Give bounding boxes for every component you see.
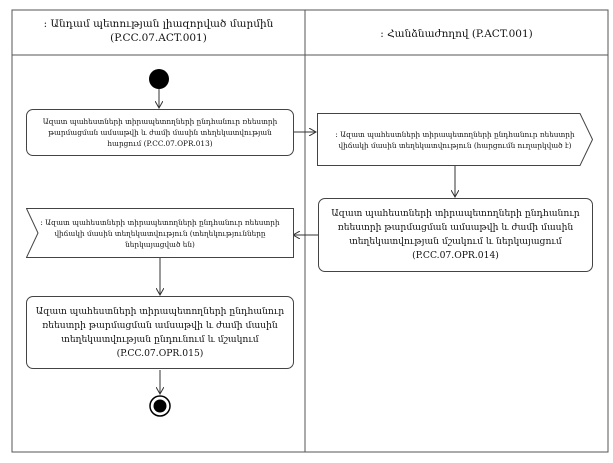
initial-node xyxy=(149,69,169,89)
action-op014: Ազատ պահեստների տիրապետողների ընդհանուր … xyxy=(318,198,593,272)
left-lane-title: : Անդամ պետության լիազորված մարմին (P.CC… xyxy=(43,18,274,44)
action-op015-label: Ազատ պահեստների տիրապետողների ընդհանուր … xyxy=(35,305,285,359)
right-lane-title: : Հանձնաժողով (P.ACT.001) xyxy=(380,28,533,40)
action-op013-label: Ազատ պահեստների տիրապետողների ընդհանուր … xyxy=(42,117,278,148)
accept-signal-shape xyxy=(26,208,294,258)
accept-signal-response: : Ազատ պահեստների տիրապետողների ընդհանու… xyxy=(26,208,294,258)
send-signal-request-label: : Ազատ պահեստների տիրապետողների ընդհանու… xyxy=(335,129,575,150)
swimlane-frame xyxy=(11,9,609,453)
action-op013: Ազատ պահեստների տիրապետողների ընդհանուր … xyxy=(26,109,294,156)
accept-signal-response-label: : Ազատ պահեստների տիրապետողների ընդհանու… xyxy=(40,217,280,249)
send-signal-request: : Ազատ պահեստների տիրապետողների ընդհանու… xyxy=(317,113,593,166)
action-op014-label: Ազատ պահեստների տիրապետողների ընդհանուր … xyxy=(331,208,580,261)
send-signal-shape xyxy=(317,113,593,166)
final-node-dot xyxy=(153,399,167,413)
action-op015: Ազատ պահեստների տիրապետողների ընդհանուր … xyxy=(26,296,294,369)
